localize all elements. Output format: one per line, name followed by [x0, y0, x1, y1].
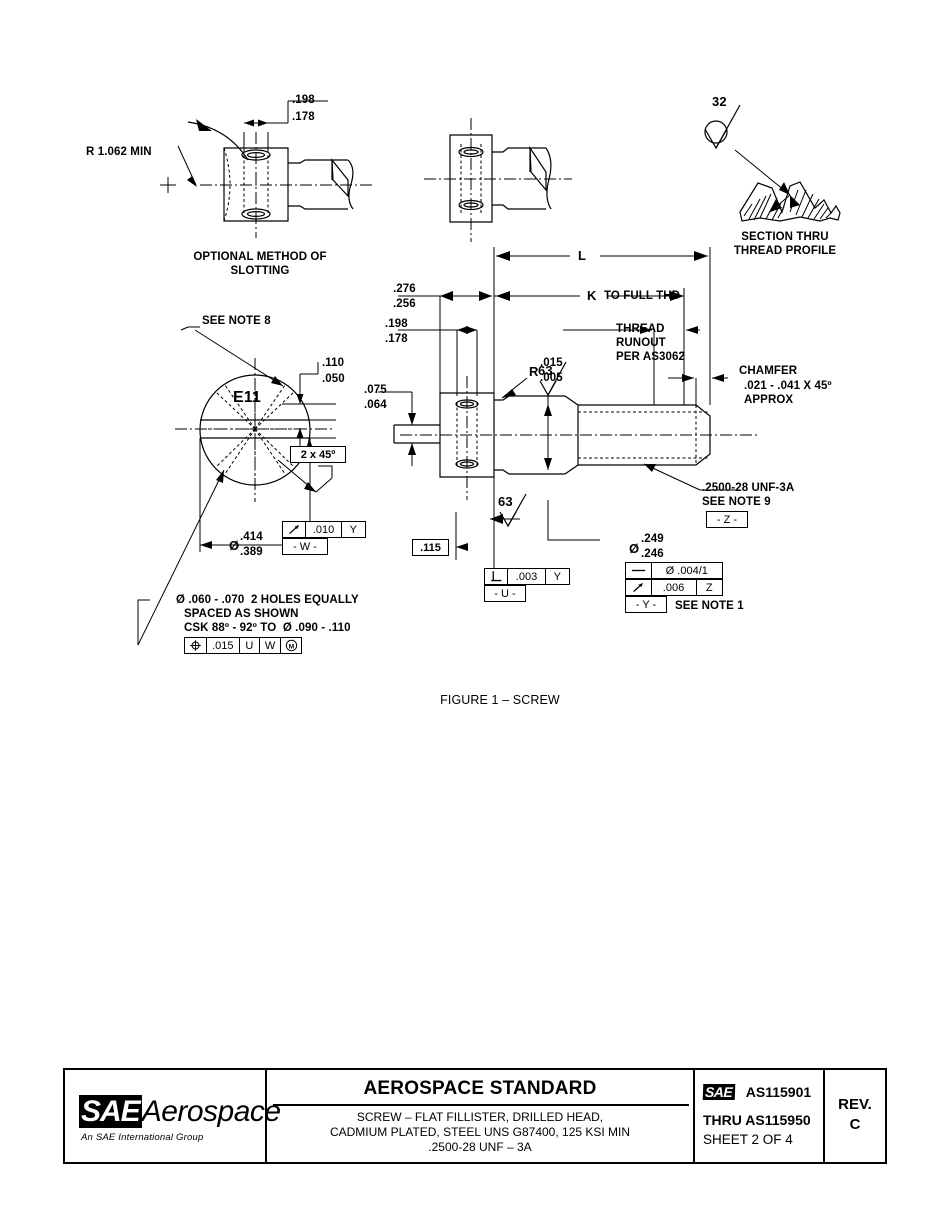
title-block-document-cell: SAE AS115901 THRU AS115950 SHEET 2 OF 4 [695, 1070, 825, 1162]
shank-dia-symbol: Ø [629, 541, 640, 556]
position-datum-u: U [240, 638, 260, 653]
standard-description-line2: CADMIUM PLATED, STEEL UNS G87400, 125 KS… [329, 1125, 631, 1139]
document-sheet-number: SHEET 2 OF 4 [703, 1132, 793, 1147]
perpendicularity-frame: .003 Y [484, 568, 570, 585]
datum-u-label: - U - [484, 585, 526, 602]
hole-note-line3: CSK 88º - 92º TO Ø .090 - .110 [184, 622, 351, 634]
thread-spec-line2: SEE NOTE 9 [702, 496, 771, 508]
straightness-frame: Ø .004/1 [625, 562, 723, 579]
hole-note-line1: Ø .060 - .070 2 HOLES EQUALLY [176, 594, 359, 606]
runout-datum-ref: Y [349, 523, 357, 536]
sae-logo-mark: SAE [79, 1095, 142, 1128]
position-datum-w: W [260, 638, 282, 653]
slot-width-upper-dim: .198 [292, 94, 315, 106]
shoulder-height-upper-dim: .075 [364, 384, 387, 396]
standard-description-line3: .2500-28 UNF – 3A [428, 1140, 532, 1154]
finish-63-lower: 63 [498, 494, 513, 509]
length-dim-label: L [578, 248, 587, 263]
position-tolerance-value: .015 [207, 638, 240, 653]
main-slot-width-lower-dim: .178 [385, 333, 408, 345]
title-block: SAEAerospace An SAE International Group … [63, 1068, 887, 1164]
revision-value: C [849, 1116, 861, 1133]
thread-profile-caption-line2: THREAD PROFILE [733, 245, 837, 257]
revision-label: REV. [838, 1096, 872, 1113]
head-dia-symbol: Ø [229, 538, 240, 553]
datum-w-label: - W - [282, 538, 328, 555]
svg-text:M: M [288, 643, 293, 650]
title-block-description-cell: AEROSPACE STANDARD SCREW – FLAT FILLISTE… [267, 1070, 695, 1162]
chamfer-note-line1: CHAMFER [739, 365, 798, 377]
fillet-radius-upper-dim: .015 [540, 357, 563, 369]
fillet-radius-label: R [529, 364, 539, 379]
see-note-8-label: SEE NOTE 8 [202, 315, 271, 327]
figure-caption: FIGURE 1 – SCREW [440, 693, 560, 707]
title-block-logo-cell: SAEAerospace An SAE International Group [65, 1070, 281, 1162]
head-height-upper-dim: .276 [393, 283, 416, 295]
main-runout-tolerance-value: .006 [652, 580, 697, 595]
thread-runout-line1: THREAD [616, 323, 665, 335]
chamfer-note-line2: .021 - .041 X 45º [744, 380, 832, 392]
slot-depth-upper-dim: .110 [322, 357, 345, 369]
standard-description-line1: SCREW – FLAT FILLISTER, DRILLED HEAD, [356, 1110, 604, 1124]
runout-symbol-icon [283, 522, 307, 537]
thread-finish-value: 32 [712, 94, 727, 109]
runout-tolerance-value: .010 [306, 522, 342, 537]
position-symbol-icon [185, 638, 207, 653]
slot-width-lower-dim: .178 [292, 111, 315, 123]
slotting-caption-line2: SLOTTING [230, 265, 290, 277]
end-view-runout-frame: .010 Y [282, 521, 366, 538]
chamfer-2x45-box: 2 x 45º [290, 446, 346, 463]
shank-dia-lower-dim: .246 [641, 548, 664, 560]
runout-symbol-icon [626, 580, 652, 595]
straightness-symbol-icon [626, 563, 652, 578]
sae-logo-subtitle: An SAE International Group [81, 1132, 204, 1143]
main-slot-width-upper-dim: .198 [385, 318, 408, 330]
aerospace-standard-header: AEROSPACE STANDARD [363, 1078, 597, 1099]
title-block-revision-cell: REV. C [825, 1070, 885, 1162]
chamfer-note-line3: APPROX [744, 394, 794, 406]
thread-length-dim-label: K [587, 288, 597, 303]
to-full-thd-label: TO FULL THD [604, 290, 681, 302]
thread-runout-line3: PER AS3062 [616, 351, 685, 363]
slotting-caption-line1: OPTIONAL METHOD OF [193, 251, 327, 263]
main-runout-datum-ref: Z [705, 581, 713, 594]
fillet-radius-lower-dim: .005 [540, 372, 563, 384]
perpendicularity-datum-ref: Y [553, 570, 561, 583]
document-thru-number: THRU AS115950 [703, 1112, 811, 1128]
position-tolerance-frame: .015 U W M [184, 637, 302, 654]
datum-z-label: - Z - [706, 511, 748, 528]
slotting-radius-note: R 1.062 MIN [86, 146, 152, 158]
thread-spec-line1: .2500-28 UNF-3A [702, 482, 795, 494]
thread-runout-line2: RUNOUT [616, 337, 666, 349]
slot-depth-lower-dim: .050 [322, 373, 345, 385]
sae-logo-word: Aerospace [141, 1095, 281, 1128]
finish-63-upper: 63 [538, 363, 553, 378]
perpendicularity-symbol-icon [485, 569, 509, 584]
head-dia-upper-dim: .414 [240, 531, 263, 543]
shank-dia-upper-dim: .249 [641, 533, 664, 545]
perpendicularity-tolerance-value: .003 [508, 569, 546, 584]
document-number: AS115901 [745, 1084, 812, 1100]
straightness-tolerance-value: Ø .004/1 [665, 564, 708, 577]
datum-y-label: - Y - [625, 596, 667, 613]
sae-doc-mark: SAE [702, 1084, 736, 1100]
head-dia-lower-dim: .389 [240, 546, 263, 558]
position-modifier-mmc: M [281, 638, 301, 653]
thread-profile-caption-line1: SECTION THRU [741, 231, 829, 243]
head-height-lower-dim: .256 [393, 298, 416, 310]
end-view-marking: E11 [233, 389, 261, 406]
see-note-1-label: SEE NOTE 1 [675, 600, 744, 612]
hole-note-line2: SPACED AS SHOWN [184, 608, 299, 620]
main-runout-frame: .006 Z [625, 579, 723, 596]
shoulder-height-lower-dim: .064 [364, 399, 387, 411]
slot-offset-dim-box: .115 [412, 539, 449, 556]
